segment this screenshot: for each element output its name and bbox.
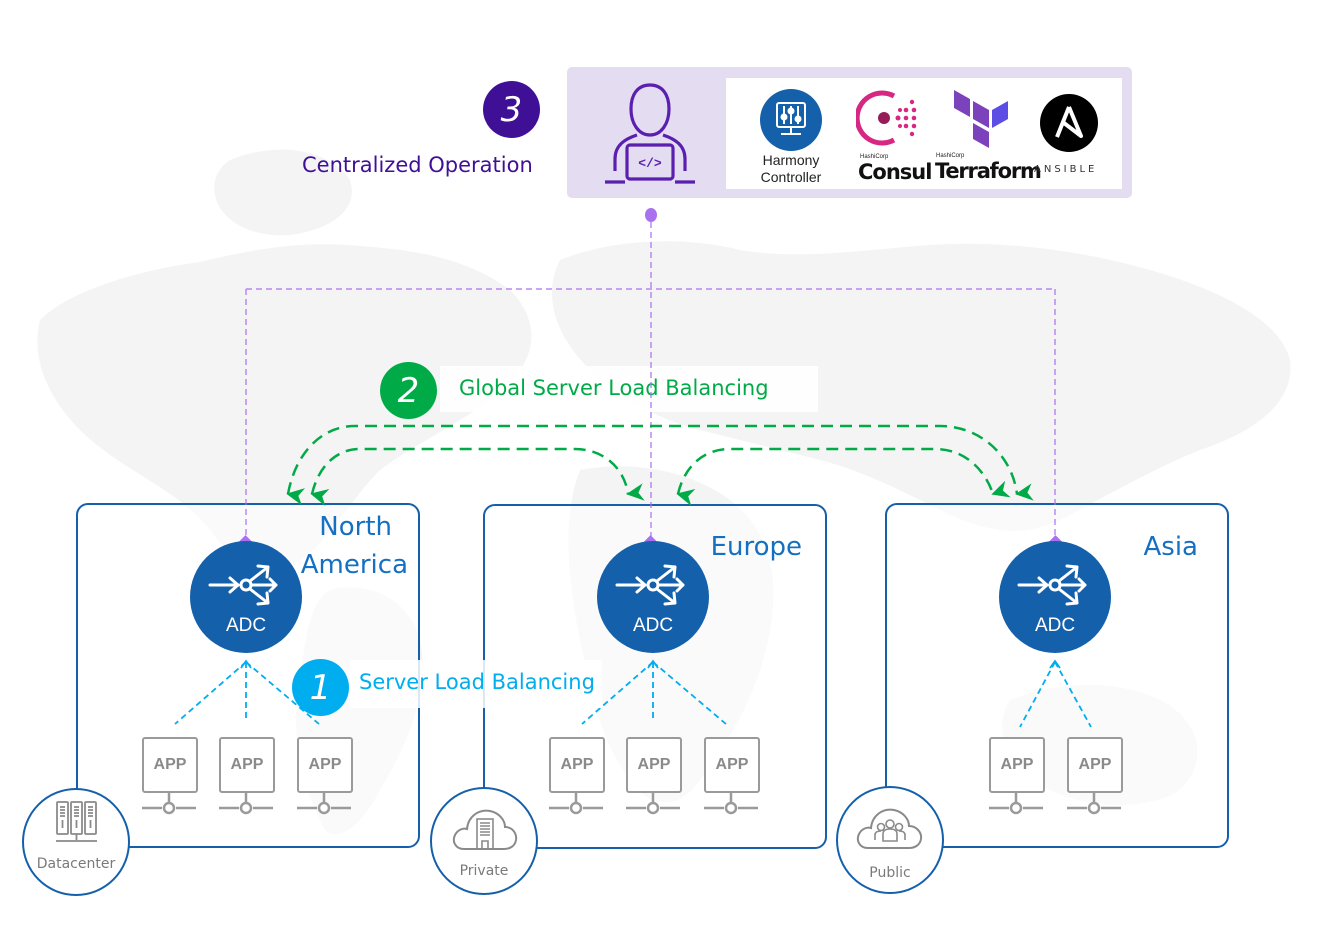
tool-terraform: HashiCorp Terraform xyxy=(935,90,1042,183)
step-2-badge: 2 xyxy=(380,362,437,419)
consul-label: Consul xyxy=(858,160,932,184)
region-title-europe: Europe xyxy=(710,532,802,562)
ansible-label: ANSIBLE xyxy=(1034,164,1098,175)
harmony-controller-icon xyxy=(760,89,822,151)
network-node-icon xyxy=(989,792,1043,815)
app-server-na-3[interactable]: APP xyxy=(297,737,353,793)
adc-europe[interactable]: ADC xyxy=(597,541,709,653)
server-rack-icon xyxy=(56,801,97,842)
public-cloud-users-icon xyxy=(856,808,923,849)
ansible-logo-icon xyxy=(1040,94,1098,152)
step-1-number: 1 xyxy=(309,667,332,708)
network-node-icon xyxy=(142,792,196,815)
terraform-vendor: HashiCorp xyxy=(936,153,965,159)
network-node-icon xyxy=(219,792,273,815)
region-title-north-america: North America xyxy=(260,508,408,584)
network-node-icon xyxy=(1067,792,1121,815)
adc-asia[interactable]: ADC xyxy=(999,541,1111,653)
network-node-icon xyxy=(626,792,680,815)
adc-label: ADC xyxy=(632,615,674,636)
consul-logo-icon xyxy=(856,90,917,146)
environment-label: Private xyxy=(459,863,509,879)
step-3-badge: 3 xyxy=(483,81,540,138)
app-server-asia-2[interactable]: APP xyxy=(1067,737,1123,793)
environment-private: Private xyxy=(430,787,538,895)
app-server-eu-2[interactable]: APP xyxy=(626,737,682,793)
code-glyph: </> xyxy=(638,156,662,171)
adc-north-america[interactable]: ADC xyxy=(190,541,302,653)
load-balancer-arrows-icon xyxy=(615,564,685,606)
environment-label: Datacenter xyxy=(36,856,116,872)
app-server-eu-3[interactable]: APP xyxy=(704,737,760,793)
harmony-label-line1: Harmony xyxy=(762,152,820,168)
network-node-icon xyxy=(297,792,351,815)
app-server-na-2[interactable]: APP xyxy=(219,737,275,793)
centralized-operation-label: Centralized Operation xyxy=(302,153,533,177)
network-node-icon xyxy=(549,792,603,815)
app-server-asia-1[interactable]: APP xyxy=(989,737,1045,793)
step-1-badge: 1 xyxy=(292,659,349,716)
network-node-icon xyxy=(704,792,758,815)
load-balancer-arrows-icon xyxy=(1017,564,1087,606)
region-title-asia: Asia xyxy=(1143,532,1199,562)
environment-label: Public xyxy=(869,865,911,881)
gslb-label-background xyxy=(440,366,818,412)
step-2-number: 2 xyxy=(397,370,420,411)
adc-label: ADC xyxy=(1034,615,1076,636)
north-america-line1: North xyxy=(319,512,392,542)
harmony-label-line2: Controller xyxy=(760,169,822,185)
terraform-logo-icon xyxy=(954,90,1008,148)
private-cloud-building-icon xyxy=(452,809,518,850)
step-3-number: 3 xyxy=(500,89,523,130)
environment-public: Public xyxy=(836,786,944,894)
adc-label: ADC xyxy=(225,615,267,636)
automation-tools-box: Harmony Controller HashiCorp Consul Hash… xyxy=(726,78,1122,189)
tool-harmony-controller: Harmony Controller xyxy=(754,88,828,186)
consul-vendor: HashiCorp xyxy=(860,154,889,160)
slb-label-background xyxy=(350,660,602,708)
slb-label: Server Load Balancing xyxy=(359,670,595,694)
north-america-line2: America xyxy=(300,550,408,580)
developer-at-laptop-icon: </> xyxy=(605,83,695,184)
gslb-label: Global Server Load Balancing xyxy=(459,376,769,400)
load-balancer-arrows-icon xyxy=(208,564,278,606)
terraform-label: Terraform xyxy=(935,159,1042,183)
tool-ansible: ANSIBLE xyxy=(1032,94,1112,175)
environment-datacenter: Datacenter xyxy=(22,788,130,896)
tool-consul: HashiCorp Consul xyxy=(856,88,932,184)
